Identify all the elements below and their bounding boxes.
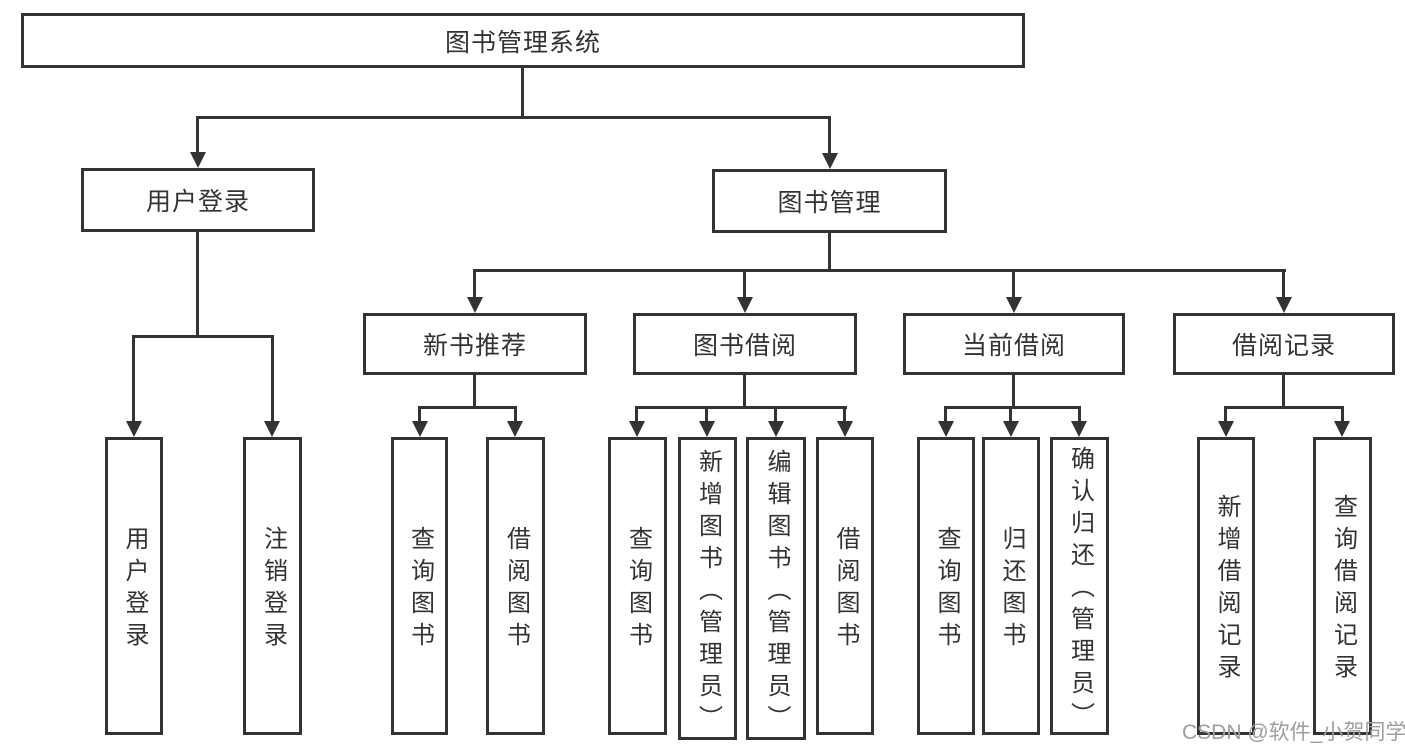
node-label: 图书借阅 xyxy=(692,332,797,360)
node-label: 图书管理 xyxy=(777,189,882,217)
connector-line xyxy=(1282,375,1285,409)
csdn-watermark: CSDN @软件_小贺同学 xyxy=(1182,721,1405,744)
arrowhead-down-icon xyxy=(768,421,784,437)
leaf-label: 借阅图书 xyxy=(832,526,859,654)
arrowhead-down-icon xyxy=(190,152,206,168)
leaf-confirm-return-admin: 确认归还（管理员） xyxy=(1050,437,1109,735)
node-label: 用户登录 xyxy=(145,188,250,216)
connector-line xyxy=(635,406,638,423)
connector-line xyxy=(1341,406,1344,423)
leaf-label: 借阅图书 xyxy=(502,526,530,654)
arrowhead-down-icon xyxy=(412,421,428,437)
connector-line xyxy=(418,406,421,423)
leaf-label: 归还图书 xyxy=(998,526,1025,654)
node-label: 新书推荐 xyxy=(422,332,527,360)
leaf-label: 查询借阅记录 xyxy=(1329,494,1357,686)
connector-line xyxy=(828,116,831,155)
connector-line xyxy=(271,335,274,423)
connector-line xyxy=(1224,406,1344,409)
connector-line xyxy=(196,116,831,119)
arrowhead-down-icon xyxy=(737,297,753,313)
node-root: 图书管理系统 xyxy=(21,13,1025,68)
connector-line xyxy=(1012,375,1015,409)
connector-line xyxy=(774,406,777,423)
arrowhead-down-icon xyxy=(507,421,523,437)
leaf-label: 用户登录 xyxy=(121,526,148,654)
leaf-borrow-book: 借阅图书 xyxy=(816,437,874,735)
connector-line xyxy=(944,406,947,423)
arrowhead-down-icon xyxy=(938,421,954,437)
leaf-return-book: 归还图书 xyxy=(982,437,1040,735)
connector-line xyxy=(473,375,476,409)
leaf-query-book-recommend: 查询图书 xyxy=(391,437,448,735)
arrowhead-down-icon xyxy=(699,421,715,437)
leaf-edit-book-admin: 编辑图书（管理员） xyxy=(746,437,806,740)
leaf-add-borrow-record: 新增借阅记录 xyxy=(1197,437,1255,735)
connector-line xyxy=(132,335,135,423)
leaf-label: 编辑图书（管理员） xyxy=(763,448,790,737)
connector-line xyxy=(1224,406,1227,423)
arrowhead-down-icon xyxy=(1276,297,1292,313)
connector-line xyxy=(828,233,831,272)
leaf-label: 查询图书 xyxy=(933,526,960,654)
arrowhead-down-icon xyxy=(1006,297,1022,313)
leaf-label: 查询图书 xyxy=(624,526,652,654)
node-book-borrow: 图书借阅 xyxy=(633,313,857,375)
node-user-login: 用户登录 xyxy=(81,168,315,232)
leaf-add-book-admin: 新增图书（管理员） xyxy=(678,437,737,740)
connector-line xyxy=(944,406,1081,409)
connector-line xyxy=(1078,406,1081,423)
connector-line xyxy=(473,269,1286,272)
leaf-query-borrow-record: 查询借阅记录 xyxy=(1313,437,1372,735)
connector-line xyxy=(521,68,524,119)
arrowhead-down-icon xyxy=(629,421,645,437)
arrowhead-down-icon xyxy=(126,421,142,437)
leaf-logout: 注销登录 xyxy=(243,437,302,735)
connector-line xyxy=(473,269,476,299)
arrowhead-down-icon xyxy=(1071,421,1087,437)
arrowhead-down-icon xyxy=(822,153,838,169)
node-borrow-record: 借阅记录 xyxy=(1173,313,1395,375)
leaf-label: 查询图书 xyxy=(406,526,434,654)
leaf-query-book-current: 查询图书 xyxy=(917,437,975,735)
arrowhead-down-icon xyxy=(1003,421,1019,437)
node-label: 借阅记录 xyxy=(1231,332,1336,360)
arrowhead-down-icon xyxy=(264,421,280,437)
connector-line xyxy=(196,232,199,338)
connector-line xyxy=(132,335,274,338)
node-new-book-recommend: 新书推荐 xyxy=(363,313,587,375)
leaf-borrow-book-recommend: 借阅图书 xyxy=(486,437,545,735)
connector-line xyxy=(418,406,517,409)
arrowhead-down-icon xyxy=(837,421,853,437)
connector-line xyxy=(743,269,746,299)
arrowhead-down-icon xyxy=(467,297,483,313)
node-book-management: 图书管理 xyxy=(712,169,947,233)
arrowhead-down-icon xyxy=(1334,421,1350,437)
leaf-label: 确认归还（管理员） xyxy=(1066,446,1094,734)
leaf-query-book-borrow: 查询图书 xyxy=(608,437,667,735)
connector-line xyxy=(743,375,746,409)
leaf-user-login: 用户登录 xyxy=(105,437,163,735)
node-label: 当前借阅 xyxy=(961,332,1066,360)
leaf-label: 注销登录 xyxy=(259,526,287,654)
node-label: 图书管理系统 xyxy=(444,28,601,57)
connector-line xyxy=(514,406,517,423)
connector-line xyxy=(196,116,199,154)
connector-line xyxy=(843,406,846,423)
connector-line xyxy=(1282,269,1285,299)
leaf-label: 新增借阅记录 xyxy=(1213,494,1240,686)
arrowhead-down-icon xyxy=(1218,421,1234,437)
connector-line xyxy=(1009,406,1012,423)
connector-line xyxy=(635,406,847,409)
leaf-label: 新增图书（管理员） xyxy=(694,448,722,737)
node-current-borrow: 当前借阅 xyxy=(903,313,1125,375)
connector-line xyxy=(705,406,708,423)
connector-line xyxy=(1012,269,1015,299)
